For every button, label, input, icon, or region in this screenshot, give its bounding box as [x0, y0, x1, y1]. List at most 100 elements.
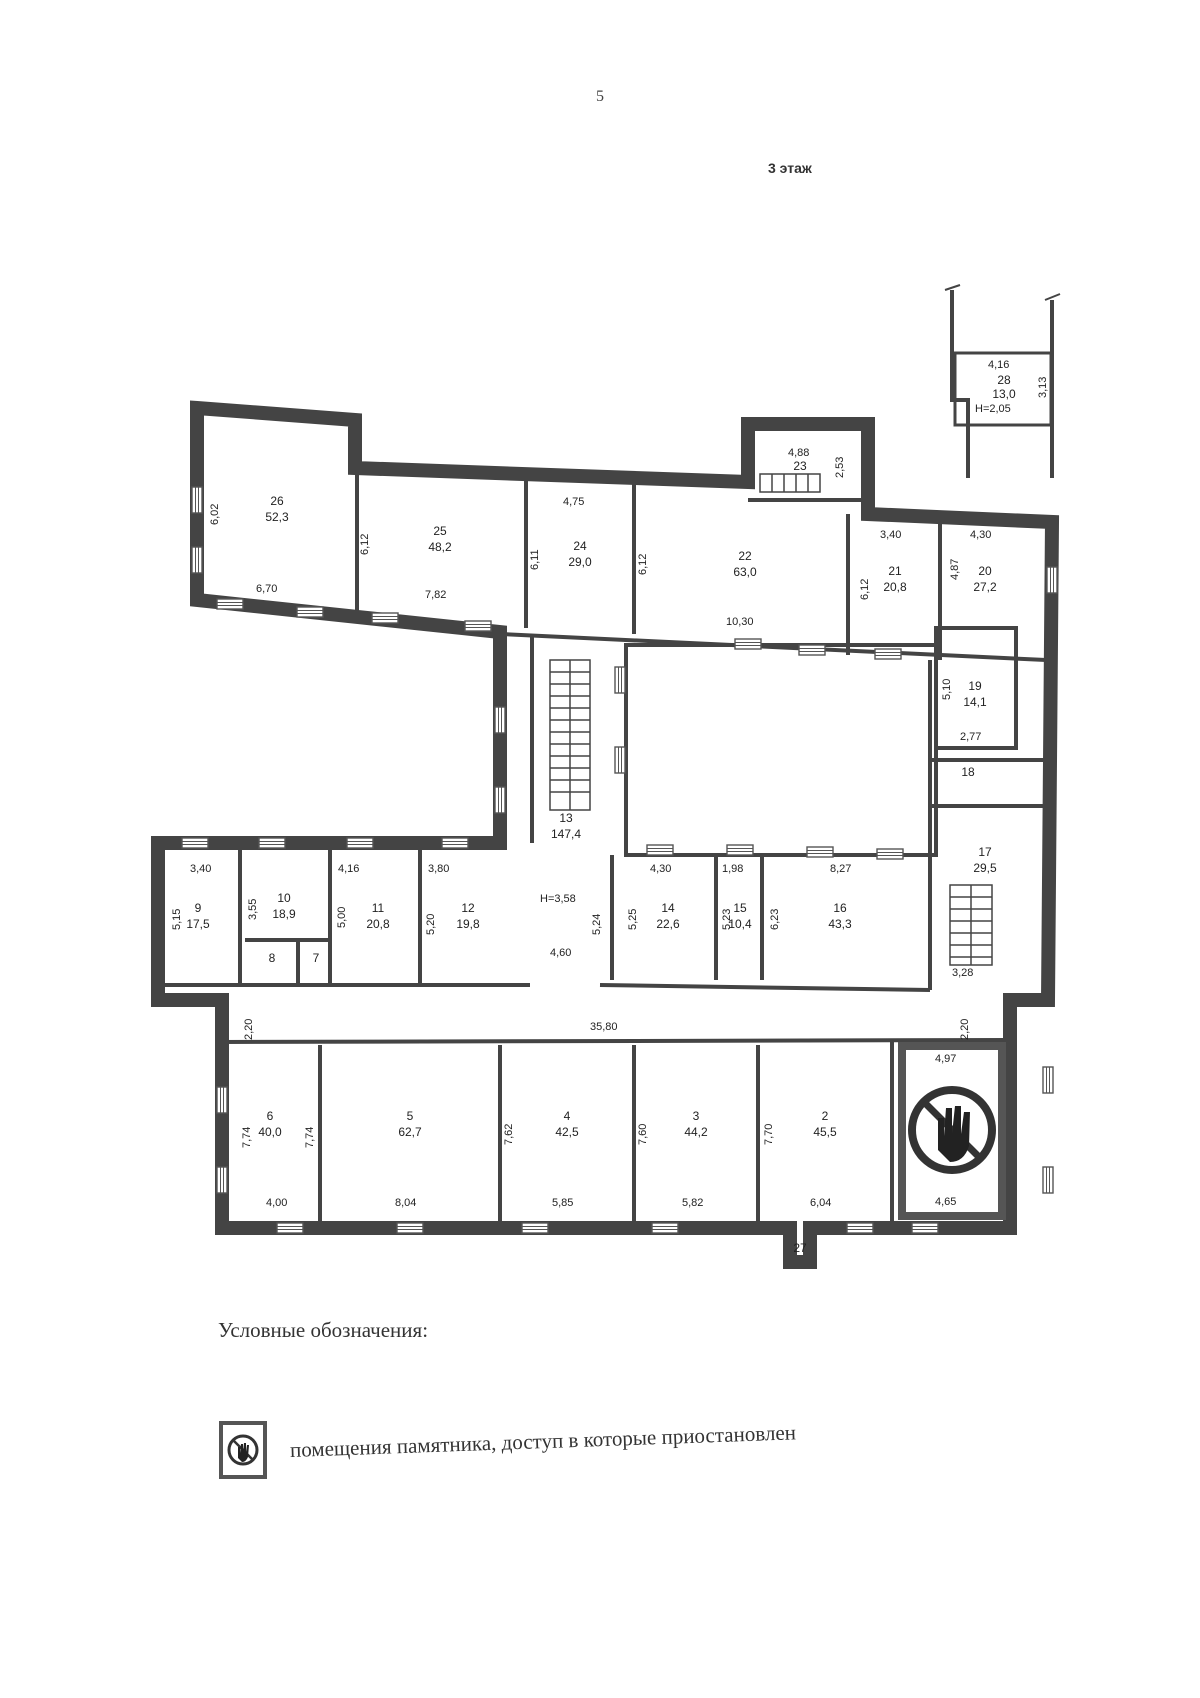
window-icon	[191, 546, 203, 574]
window-icon	[874, 648, 902, 660]
room-area: 44,2	[684, 1125, 708, 1139]
dimension-label: H=3,58	[540, 893, 576, 905]
window-icon	[614, 746, 626, 774]
room-number: 24	[573, 539, 587, 553]
room-number: 20	[978, 564, 992, 578]
window-icon	[806, 846, 834, 858]
window-icon	[441, 837, 469, 849]
dimension-label: 4,88	[788, 447, 809, 459]
dimension-label: 8,27	[830, 863, 851, 875]
dimension-label: 10,30	[726, 616, 754, 628]
window-icon	[216, 1166, 228, 1194]
dimension-label: 7,60	[637, 1124, 649, 1145]
floor-title: 3 этаж	[768, 160, 812, 176]
dimension-label: 4,87	[949, 559, 961, 580]
window-icon	[1046, 566, 1058, 594]
legend-title: Условные обозначения:	[218, 1318, 429, 1342]
room-number: 28	[997, 373, 1011, 387]
room-area: 17,5	[186, 917, 210, 931]
dimension-label: H=2,05	[975, 403, 1011, 415]
window-icon	[1042, 1166, 1054, 1194]
room-area: 147,4	[551, 827, 581, 841]
no-entry-hand-icon	[908, 1086, 996, 1174]
dimension-label: 5,00	[336, 907, 348, 928]
dimension-label: 4,75	[563, 496, 584, 508]
dimension-label: 4,16	[338, 863, 359, 875]
window-icon	[521, 1222, 549, 1234]
room-number: 8	[269, 951, 276, 965]
dimension-label: 4,97	[935, 1053, 956, 1065]
dimension-label: 6,70	[256, 583, 277, 595]
dimension-label: 5,82	[682, 1197, 703, 1209]
room-number: 25	[433, 524, 447, 538]
window-icon	[614, 666, 626, 694]
room-number: 26	[270, 494, 284, 508]
dimension-label: 4,16	[988, 359, 1009, 371]
room-area: 48,2	[428, 540, 452, 554]
dimension-label: 4,30	[970, 529, 991, 541]
dimension-label: 6,04	[810, 1197, 831, 1209]
window-icon	[346, 837, 374, 849]
window-icon	[181, 837, 209, 849]
dimension-label: 4,30	[650, 863, 671, 875]
window-icon	[296, 606, 324, 618]
room-number: 11	[372, 901, 385, 915]
dimension-label: 5,25	[627, 909, 639, 930]
room-number: 13	[559, 811, 573, 825]
room-number: 23	[793, 459, 807, 473]
no-entry-hand-icon	[227, 1434, 259, 1466]
dimension-label: 8,04	[395, 1197, 416, 1209]
dimension-labels: 6,02 6,70 6,12 7,82 4,75 6,11 4,88 2,53 …	[171, 359, 1049, 1209]
room-number: 5	[407, 1109, 414, 1123]
window-icon	[876, 848, 904, 860]
room-number: 3	[693, 1109, 700, 1123]
room-number: 15	[733, 901, 747, 915]
room-area: 14,1	[963, 695, 987, 709]
window-icon	[651, 1222, 679, 1234]
dimension-label: 5,23	[721, 909, 733, 930]
dimension-label: 7,70	[763, 1124, 775, 1145]
dimension-label: 3,28	[952, 967, 973, 979]
window-icon	[734, 638, 762, 650]
room-number: 7	[313, 951, 320, 965]
inset-stair-block	[944, 284, 1061, 478]
window-icon	[494, 706, 506, 734]
dimension-label: 6,11	[529, 549, 541, 570]
dimension-label: 5,10	[941, 679, 953, 700]
dimension-label: 4,00	[266, 1197, 287, 1209]
room-number: 19	[968, 679, 982, 693]
dimension-label: 2,20	[959, 1019, 971, 1040]
dimension-label: 3,13	[1037, 377, 1049, 398]
window-icon	[911, 1222, 939, 1234]
dimension-label: 6,12	[637, 554, 649, 575]
room-area: 63,0	[733, 565, 757, 579]
restricted-room	[898, 1042, 1006, 1220]
dimension-label: 6,02	[209, 504, 221, 525]
room-area: 43,3	[828, 917, 852, 931]
dimension-label: 35,80	[590, 1021, 618, 1033]
dimension-label: 3,40	[190, 863, 211, 875]
room-area: 45,5	[813, 1125, 837, 1139]
window-icon	[798, 644, 826, 656]
room-number: 17	[978, 845, 992, 859]
dimension-label: 3,55	[247, 899, 259, 920]
room-number: 22	[738, 549, 752, 563]
room-number: 4	[564, 1109, 571, 1123]
dimension-label: 1,98	[722, 863, 743, 875]
legend-restricted-icon	[219, 1421, 267, 1479]
dimension-label: 6,23	[769, 909, 781, 930]
window-icon	[371, 612, 399, 624]
dimension-label: 7,74	[241, 1127, 253, 1148]
room-partitions	[158, 470, 1047, 1222]
dimension-label: 2,53	[834, 457, 846, 478]
room-number: 18	[961, 765, 975, 779]
room-number: 14	[661, 901, 675, 915]
room-number: 2	[822, 1109, 829, 1123]
room-area: 13,0	[992, 387, 1016, 401]
room-area: 18,9	[272, 907, 296, 921]
window-icon	[396, 1222, 424, 1234]
window-icon	[216, 1086, 228, 1114]
room-area: 20,8	[883, 580, 907, 594]
window-icon	[276, 1222, 304, 1234]
